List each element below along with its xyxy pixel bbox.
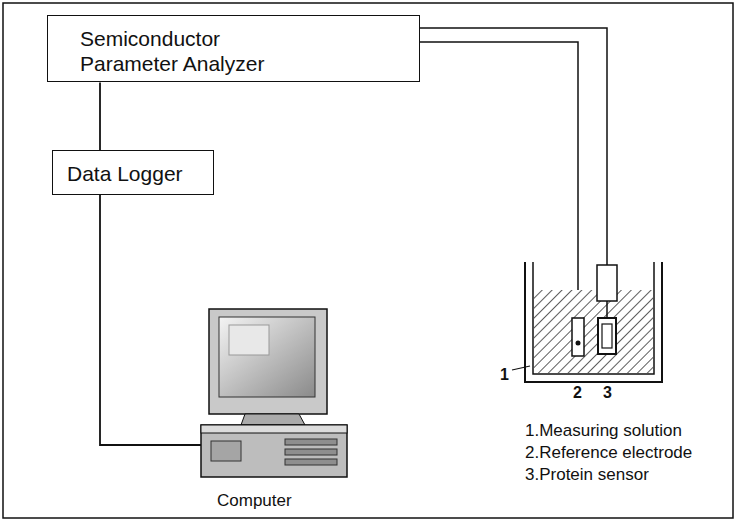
- measuring-solution: [534, 290, 653, 373]
- process-box: Data Logger: [52, 150, 214, 195]
- legend-item: 1.Measuring solution: [525, 421, 682, 441]
- callout-number: 2: [573, 384, 582, 402]
- reference-wire: [420, 42, 578, 320]
- callout-number: 3: [603, 384, 612, 402]
- instrument-box: Semiconductor Parameter Analyzer: [47, 15, 420, 82]
- sensor-wire: [420, 28, 607, 265]
- callout-number: 1: [500, 366, 509, 384]
- legend-item: 2.Reference electrode: [525, 443, 692, 463]
- protein-sensor: [597, 265, 617, 354]
- connector-line: [99, 82, 101, 150]
- node-text: Computer: [217, 491, 365, 511]
- outer-frame: [3, 3, 733, 518]
- node-text: Data Logger: [67, 161, 213, 186]
- computer-illustration: [195, 305, 355, 485]
- beaker: [525, 262, 662, 382]
- reference-electrode: [572, 318, 584, 356]
- leader-line: [512, 366, 530, 370]
- node-text: Semiconductor Parameter Analyzer: [80, 26, 285, 76]
- legend-item: 3.Protein sensor: [525, 465, 649, 485]
- computer-node: Computer: [195, 305, 365, 517]
- connector-line: [100, 195, 203, 445]
